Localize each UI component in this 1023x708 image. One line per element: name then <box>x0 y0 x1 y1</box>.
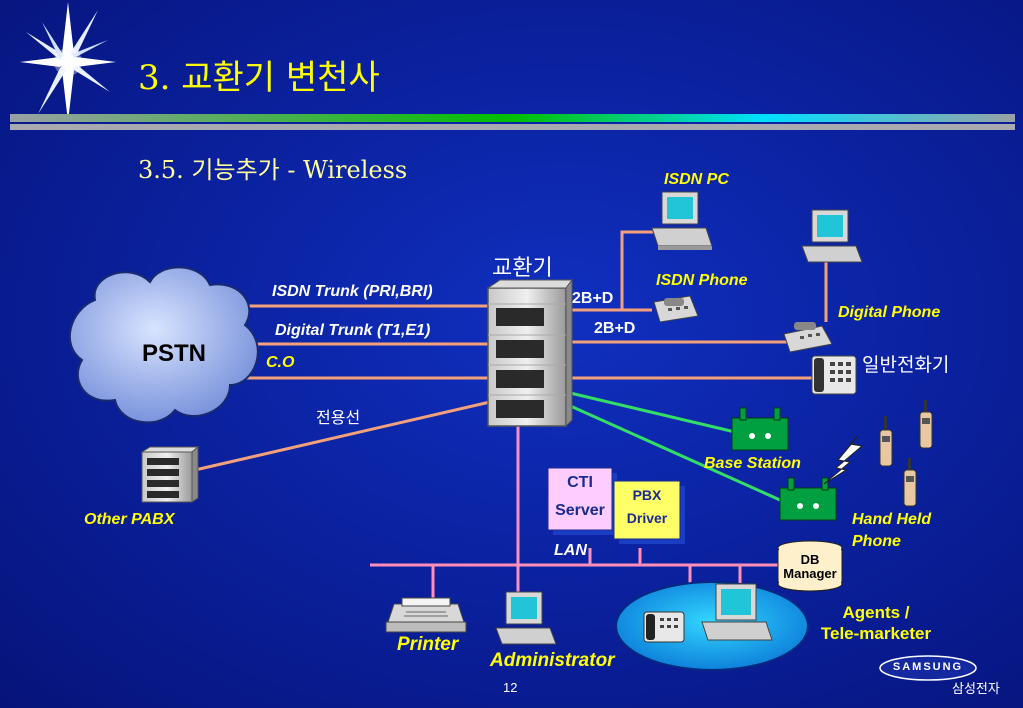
lan-label: LAN <box>554 542 587 559</box>
samsung-logo <box>879 655 977 681</box>
db-label-2: Manager <box>783 566 837 581</box>
isdn-pc-icon <box>651 191 713 250</box>
exchange-switch-icon <box>486 278 573 428</box>
cti-label-2: Server <box>555 502 605 519</box>
samsung-logo-text: SAMSUNG <box>892 661 964 673</box>
isdn-phone-icon <box>653 295 699 323</box>
header-bar-bottom <box>10 124 1015 130</box>
handheld-phones-icon <box>879 400 933 507</box>
isdn-trunk-label: ISDN Trunk (PRI,BRI) <box>272 283 433 300</box>
digital-phone-label: Digital Phone <box>838 304 941 321</box>
pstn-label: PSTN <box>142 340 207 367</box>
connection-lines <box>194 230 840 618</box>
pbx-label-1: PBX <box>632 487 662 503</box>
isdn-pc-label: ISDN PC <box>664 171 729 188</box>
exchange-label: 교환기 <box>492 255 553 280</box>
page-subtitle: 3.5. 기능추가 - Wireless <box>138 156 408 184</box>
base-station-2-icon <box>779 477 837 521</box>
isdn-phone-label: ISDN Phone <box>656 272 748 289</box>
co-label: C.O <box>266 354 295 371</box>
analog-phone-icon <box>811 355 857 395</box>
company-name: 삼성전자 <box>952 681 1000 696</box>
other-pabx-icon <box>140 445 200 503</box>
agents-label-2: Tele-marketer <box>820 624 932 643</box>
analog-phone-label: 일반전화기 <box>862 355 950 376</box>
agents-label-1: Agents / <box>842 603 910 622</box>
hand-held-label-1: Hand Held <box>852 511 932 528</box>
digital-phone-icon <box>783 322 833 353</box>
page-number: 12 <box>503 680 518 695</box>
cti-server-box <box>547 467 617 535</box>
wireless-bolt-icon <box>823 435 864 485</box>
administrator-pc-icon <box>495 591 557 645</box>
digital-trunk-label: Digital Trunk (T1,E1) <box>275 322 431 339</box>
hand-held-label-2: Phone <box>852 533 901 550</box>
printer-label: Printer <box>397 634 459 655</box>
base-station-label: Base Station <box>704 455 801 472</box>
leased-line-label: 전용선 <box>316 410 361 427</box>
printer-icon <box>385 597 467 633</box>
cti-label-1: CTI <box>567 474 593 491</box>
other-pabx-label: Other PABX <box>84 511 175 528</box>
pstn-cloud-icon <box>68 266 259 424</box>
digital-pc-icon <box>801 209 863 263</box>
2bd-label-1: 2B+D <box>572 290 614 307</box>
page-title: 3. 교환기 변천사 <box>138 58 380 98</box>
administrator-label: Administrator <box>490 650 615 671</box>
2bd-label-2: 2B+D <box>594 320 636 337</box>
db-label-1: DB <box>800 552 820 567</box>
pbx-label-2: Driver <box>626 510 668 526</box>
pbx-driver-box <box>613 480 685 544</box>
agents-area <box>615 581 809 671</box>
star-logo-icon <box>20 2 116 122</box>
header-bar-top <box>10 114 1015 122</box>
db-manager-icon <box>777 540 843 592</box>
base-station-icon <box>731 407 789 451</box>
